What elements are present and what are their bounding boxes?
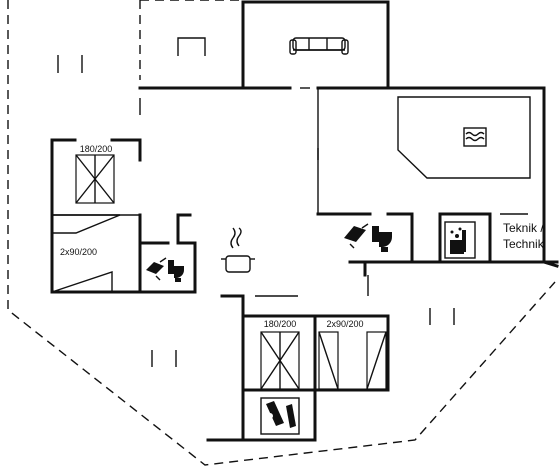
pool-icon bbox=[463, 127, 487, 147]
bedroom-bottom-b: 2x90/200 bbox=[318, 319, 387, 390]
pool-room bbox=[397, 96, 531, 179]
shower-icon bbox=[344, 223, 369, 249]
tv-room bbox=[57, 37, 206, 73]
window-marks bbox=[151, 308, 455, 367]
walls bbox=[50, 0, 559, 442]
bed-size-label: 2x90/200 bbox=[60, 247, 97, 257]
technical-room: Teknik / Technik bbox=[503, 221, 545, 251]
bed-size-label: 180/200 bbox=[80, 144, 113, 154]
bed-size-label: 2x90/200 bbox=[326, 319, 363, 329]
bedroom-bottom-a: 180/200 bbox=[260, 319, 300, 390]
toilet-icon bbox=[168, 260, 184, 282]
washing-machine-icon bbox=[260, 397, 300, 435]
terrace-outline bbox=[7, 0, 556, 466]
technical-room-label-line1: Teknik / bbox=[503, 221, 544, 235]
bedroom-left-bottom: 2x90/200 bbox=[51, 214, 121, 293]
technical-room-label-line2: Technik bbox=[503, 237, 545, 251]
bathroom-left bbox=[146, 257, 184, 282]
sofa-icon bbox=[289, 37, 349, 55]
toilet-icon bbox=[372, 226, 392, 252]
hob-icon bbox=[221, 227, 255, 273]
window-marks-left bbox=[57, 55, 83, 73]
sauna-icon bbox=[444, 221, 476, 259]
tv-icon bbox=[177, 37, 206, 56]
bedroom-left-top: 180/200 bbox=[75, 144, 115, 204]
bed-size-label: 180/200 bbox=[264, 319, 297, 329]
bathroom-right bbox=[344, 223, 392, 252]
shower-icon bbox=[146, 257, 167, 281]
